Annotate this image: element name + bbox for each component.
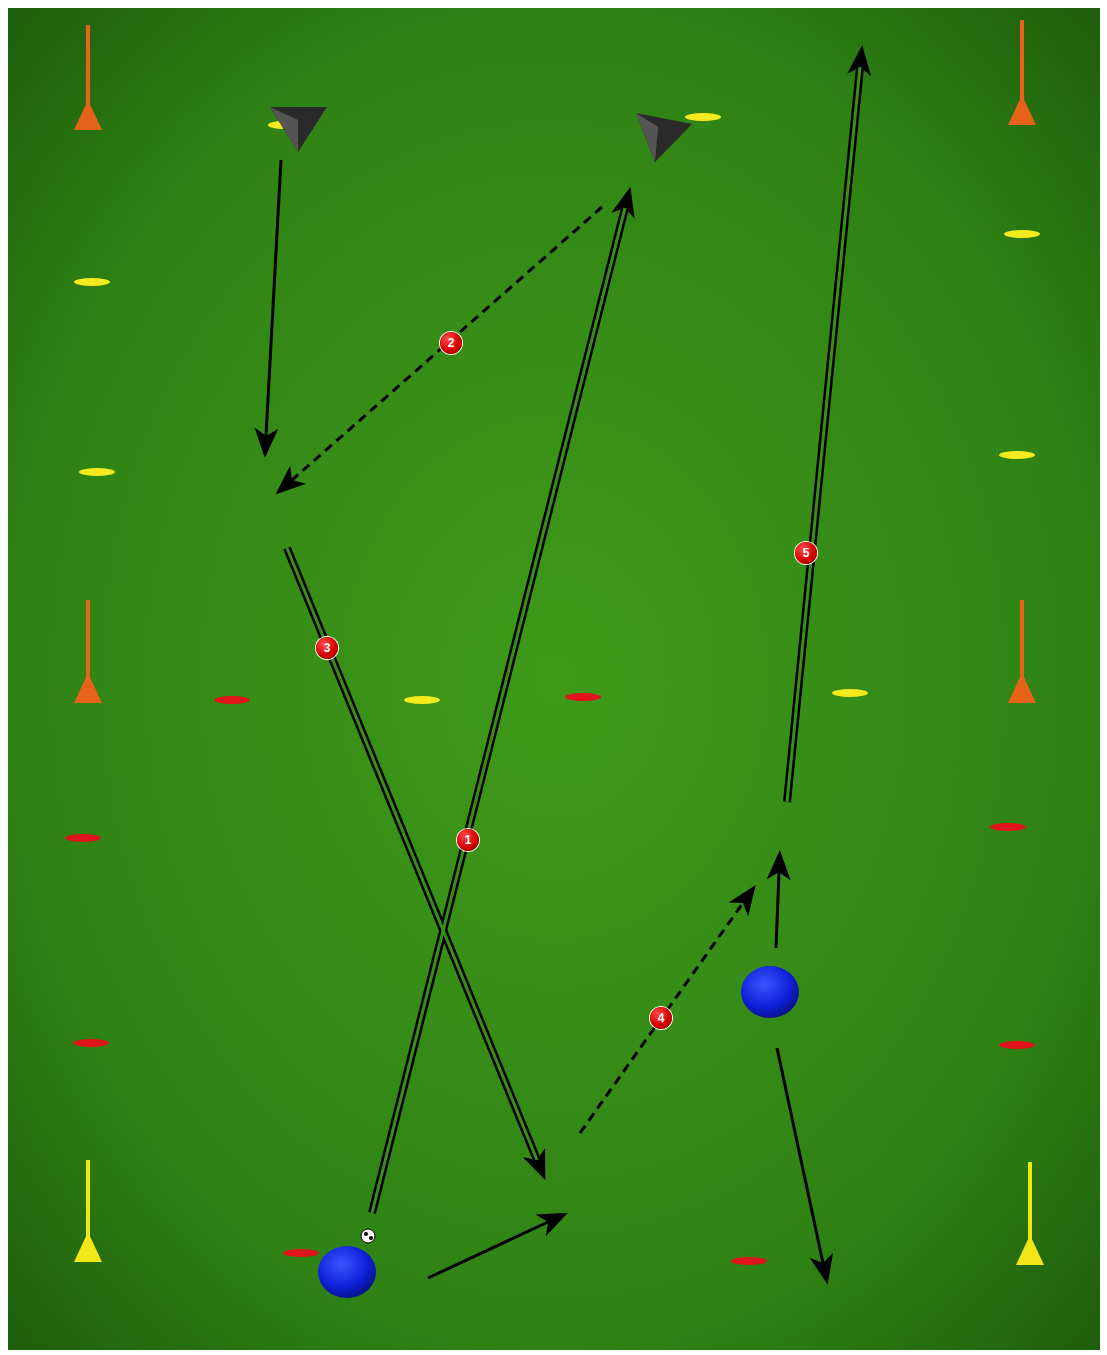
- double-arrows: [287, 67, 860, 1213]
- opponents: [270, 107, 692, 162]
- poles: [74, 20, 1044, 1265]
- pass-arrows: [292, 207, 743, 1133]
- red-discs: [65, 693, 1035, 1265]
- grass: [8, 8, 1100, 1350]
- callout-number: 1: [465, 834, 472, 846]
- callout-number: 5: [803, 547, 810, 559]
- callout-number: 2: [448, 337, 455, 349]
- callout-marker: 1: [457, 829, 479, 851]
- yellow-discs: [74, 113, 1040, 704]
- callout-number: 4: [658, 1012, 665, 1024]
- callout-marker: 5: [795, 542, 817, 564]
- callout-marker: 3: [316, 637, 338, 659]
- callout-marker: 2: [440, 332, 462, 354]
- run-arrows: [266, 160, 823, 1278]
- callout-number: 3: [324, 642, 331, 654]
- callout-marker: 4: [650, 1007, 672, 1029]
